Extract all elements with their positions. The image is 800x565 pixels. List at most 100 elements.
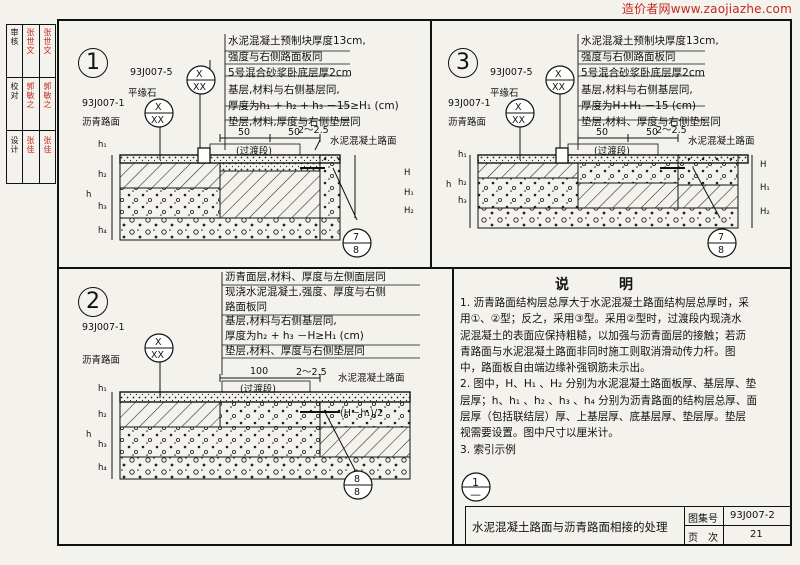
panel-3-index2-top: X	[515, 102, 522, 113]
panel-3-dim-joint: 2～2.5	[656, 125, 687, 136]
stamp-sign-3: 张佳	[43, 136, 52, 154]
panel-2-index-top: X	[155, 337, 162, 348]
stamp-name-2: 郭敏之	[26, 82, 35, 109]
panel-2-note: 现浇水泥混凝土,强度、厚度与右侧	[225, 285, 386, 298]
panel-2-concrete-label: 水泥混凝土路面	[338, 373, 405, 384]
page-label-cell: 页 次	[684, 525, 724, 545]
atlas-value: 93J007-2	[730, 510, 775, 521]
stamp-role-1: 审核	[10, 28, 19, 46]
panel-1-dim-H2: H₂	[404, 206, 414, 216]
panel-1-dim-H: H	[404, 168, 411, 178]
panel-1-dim-50a: 50	[238, 127, 251, 138]
panel-1-section	[111, 34, 372, 258]
panel-3-dim-h: h	[446, 180, 452, 190]
panel-2-notes: 沥青面层,材料、厚度与左侧面层同 现浇水泥混凝土,强度、厚度与右侧 路面板同 基…	[225, 270, 386, 359]
stamp-name-1: 张世文	[26, 28, 35, 55]
panel-3-ref1: 93J007-5	[490, 67, 533, 78]
panel-3-transition: (过渡段)	[594, 146, 630, 157]
divider-horizontal	[57, 267, 792, 269]
panel-2-ref2: 93J007-1	[82, 322, 125, 333]
index-example-symbol	[461, 472, 491, 502]
panel-3-number: 3	[448, 48, 478, 78]
stamp-role-2: 校对	[10, 82, 19, 100]
panel-3-dim-50b: 50	[646, 127, 659, 138]
stamp-sign-2: 郭敏之	[43, 82, 52, 109]
explanation-line: 泥混凝土的表面应保持粗糙，以加强与沥青面层的接触；若沥	[460, 329, 747, 342]
panel-1-dim-h3: h₃	[98, 202, 107, 212]
panel-3-dim-h2: h₂	[458, 178, 467, 188]
panel-2-transition: (过渡段)	[240, 384, 276, 395]
panel-1-notes: 水泥混凝土预制块厚度13cm, 强度与右侧路面板同 5号混合砂浆卧底层厚2cm …	[228, 33, 399, 130]
atlas-value-cell: 93J007-2	[723, 506, 791, 526]
panel-3-curb-label: 平缘石	[490, 88, 519, 99]
panel-2-dim-h3: h₃	[98, 440, 107, 450]
panel-3-note: 垫层,材料、厚度与右侧垫层同	[581, 116, 721, 129]
title-block-title-cell: 水泥混凝土路面与沥青路面相接的处理	[465, 506, 685, 545]
panel-1-concrete-label: 水泥混凝土路面	[330, 136, 397, 147]
panel-2-dim-joint: 2～2.5	[296, 367, 327, 378]
page-label: 页 次	[688, 533, 718, 544]
panel-3-note: 厚度为H+H₁ －15 (cm)	[581, 99, 697, 112]
panel-1-index2-top: X	[155, 102, 162, 113]
panel-1-note: 基层,材料与右侧基层同,	[228, 83, 340, 96]
panel-2-dim-h2: h₂	[98, 410, 107, 420]
explanation-line: 中，路面板自由端边缘补强钢筋未示出。	[460, 362, 651, 375]
panel-3-ref2: 93J007-1	[448, 98, 491, 109]
panel-3-note: 5号混合砂浆卧底层厚2cm	[581, 67, 705, 80]
divider-vertical-bottom	[452, 267, 454, 545]
panel-3-asphalt-label: 沥青路面	[448, 117, 487, 128]
panel-2-detail-bottom: 8	[354, 487, 361, 498]
panel-1-detail-top: 7	[353, 232, 360, 243]
panel-3-index2-bottom: XX	[512, 115, 526, 126]
panel-1-dim-h1: h₁	[98, 140, 107, 150]
panel-1-dim-joint: 2～2.5	[298, 125, 329, 136]
panel-1-dim-H1: H₁	[404, 188, 414, 198]
drawing-title: 水泥混凝土路面与沥青路面相接的处理	[472, 520, 668, 534]
panel-1-dim-h2: h₂	[98, 170, 107, 180]
index-example-bottom: —	[470, 488, 481, 501]
panel-1-index-top: X	[196, 69, 203, 80]
panel-3-dim-H: H	[760, 160, 767, 170]
panel-3-note: 基层,材料与右侧基层同,	[581, 83, 693, 96]
panel-1-transition: (过渡段)	[236, 146, 272, 157]
explanation-line: 层厚；h、h₁ 、h₂ 、h₃ 、h₄ 分别为沥青路面的结构层总厚、面	[460, 394, 758, 407]
divider-vertical-top	[430, 19, 432, 268]
stamp-role-3: 设计	[10, 136, 19, 154]
page-value-cell: 21	[723, 525, 791, 545]
panel-2-index-bottom: XX	[151, 350, 165, 361]
panel-2-dim-h4: h₄	[98, 463, 107, 473]
panel-2-note: 路面板同	[225, 300, 267, 313]
page-value: 21	[750, 529, 763, 540]
panel-2-number: 2	[78, 287, 108, 317]
panel-3-section	[469, 34, 753, 258]
drawing-frame	[57, 19, 792, 546]
stamp-border	[6, 24, 56, 184]
explanation-line: 层厚（包括联结层）厚、上基层厚、底基层厚、垫层厚。垫层	[460, 411, 747, 424]
panel-2-half-thickness: (H－h₁)/2	[340, 408, 384, 419]
panel-3-detail-top: 7	[718, 232, 725, 243]
explanation-line: 1. 沥青路面结构层总厚大于水泥混凝土路面结构层总厚时，采	[460, 297, 749, 309]
panel-2-note: 厚度为h₂ + h₃ －H≥H₁ (cm)	[225, 330, 364, 343]
atlas-label: 图集号	[688, 514, 718, 525]
panel-1-dim-h4: h₄	[98, 226, 107, 236]
panel-2-note: 基层,材料与右侧基层同,	[225, 315, 337, 328]
panel-1-index2-bottom: XX	[151, 115, 165, 126]
panel-1-note: 垫层,材料,厚度与右侧垫层同	[228, 116, 361, 129]
panel-1-dim-50b: 50	[288, 127, 301, 138]
panel-1-note: 水泥混凝土预制块厚度13cm,	[228, 35, 366, 47]
panel-3-note: 强度与右侧路面板同	[581, 51, 676, 64]
stamp-sign-1: 张世文	[43, 28, 52, 55]
explanation-line: 2. 图中，H、H₁ 、H₂ 分别为水泥混凝土路面板厚、基层厚、垫	[460, 378, 757, 391]
explanation-heading: 说 明	[555, 277, 651, 293]
atlas-label-cell: 图集号	[684, 506, 724, 526]
panel-1-note: 厚度为h₁ + h₂ + h₃ －15≥H₁ (cm)	[228, 99, 399, 112]
watermark: 造价者网www.zaojiazhe.com	[621, 2, 792, 16]
explanation-line: 3. 索引示例	[460, 443, 516, 456]
panel-1-dim-h: h	[86, 190, 92, 200]
panel-1-detail-bottom: 8	[353, 245, 360, 256]
panel-3-dim-50a: 50	[596, 127, 609, 138]
panel-2-dim-100: 100	[250, 366, 269, 377]
panel-1-note: 5号混合砂浆卧底层厚2cm	[228, 67, 352, 80]
